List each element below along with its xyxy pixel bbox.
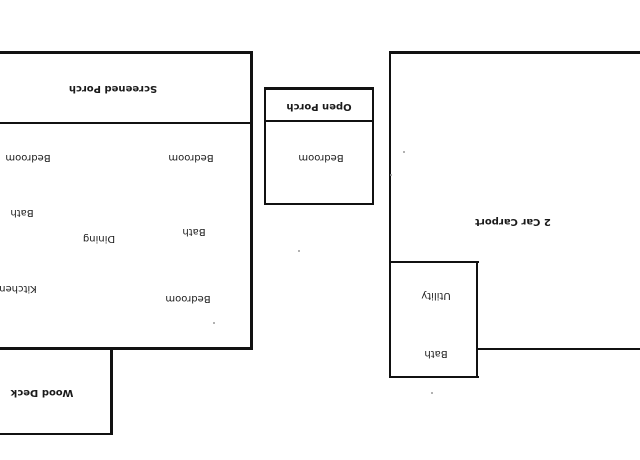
bedroom-left-top-label: Bedroom [5, 152, 51, 163]
porch-divider-wall [0, 122, 253, 124]
bath-left-label: Bath [10, 207, 34, 218]
utility-wall-bottom [389, 376, 479, 378]
bath-center-label: Bath [182, 226, 206, 237]
small-block-wall-left [264, 87, 266, 205]
house-wall-right [250, 51, 253, 350]
small-block-wall-top [264, 87, 374, 90]
utility-wall-top [389, 261, 479, 263]
scan-speck [390, 174, 392, 176]
small-bedroom-label: Bedroom [298, 152, 344, 163]
wood-deck-label: Wood Deck [10, 387, 74, 398]
open-porch-divider [264, 120, 374, 122]
bedroom-right-top-label: Bedroom [168, 152, 214, 163]
house-wall-top [0, 51, 253, 54]
scan-speck [403, 151, 405, 153]
bedroom-bottom-label: Bedroom [165, 293, 211, 304]
scan-speck [213, 322, 215, 324]
carport-wall-left [389, 51, 391, 378]
scan-speck [298, 250, 300, 252]
carport-label: 2 Car Carport [475, 216, 551, 227]
utility-wall-right [476, 261, 478, 378]
house-wall-bottom [0, 347, 253, 350]
carport-wall-top [389, 51, 640, 54]
bath-utility-label: Bath [424, 348, 448, 359]
kitchen-label: Kitchen [0, 283, 37, 294]
carport-wall-bottom [477, 348, 640, 350]
scan-speck [431, 392, 433, 394]
deck-wall-right [110, 348, 113, 435]
deck-wall-bottom [0, 433, 113, 435]
small-block-wall-bottom [264, 203, 374, 205]
screened-porch-label: Screened Porch [68, 83, 158, 94]
open-porch-label: Open Porch [286, 101, 352, 112]
dining-label: Dining [82, 233, 116, 244]
small-block-wall-right [372, 87, 374, 205]
utility-label: Utility [421, 290, 451, 301]
